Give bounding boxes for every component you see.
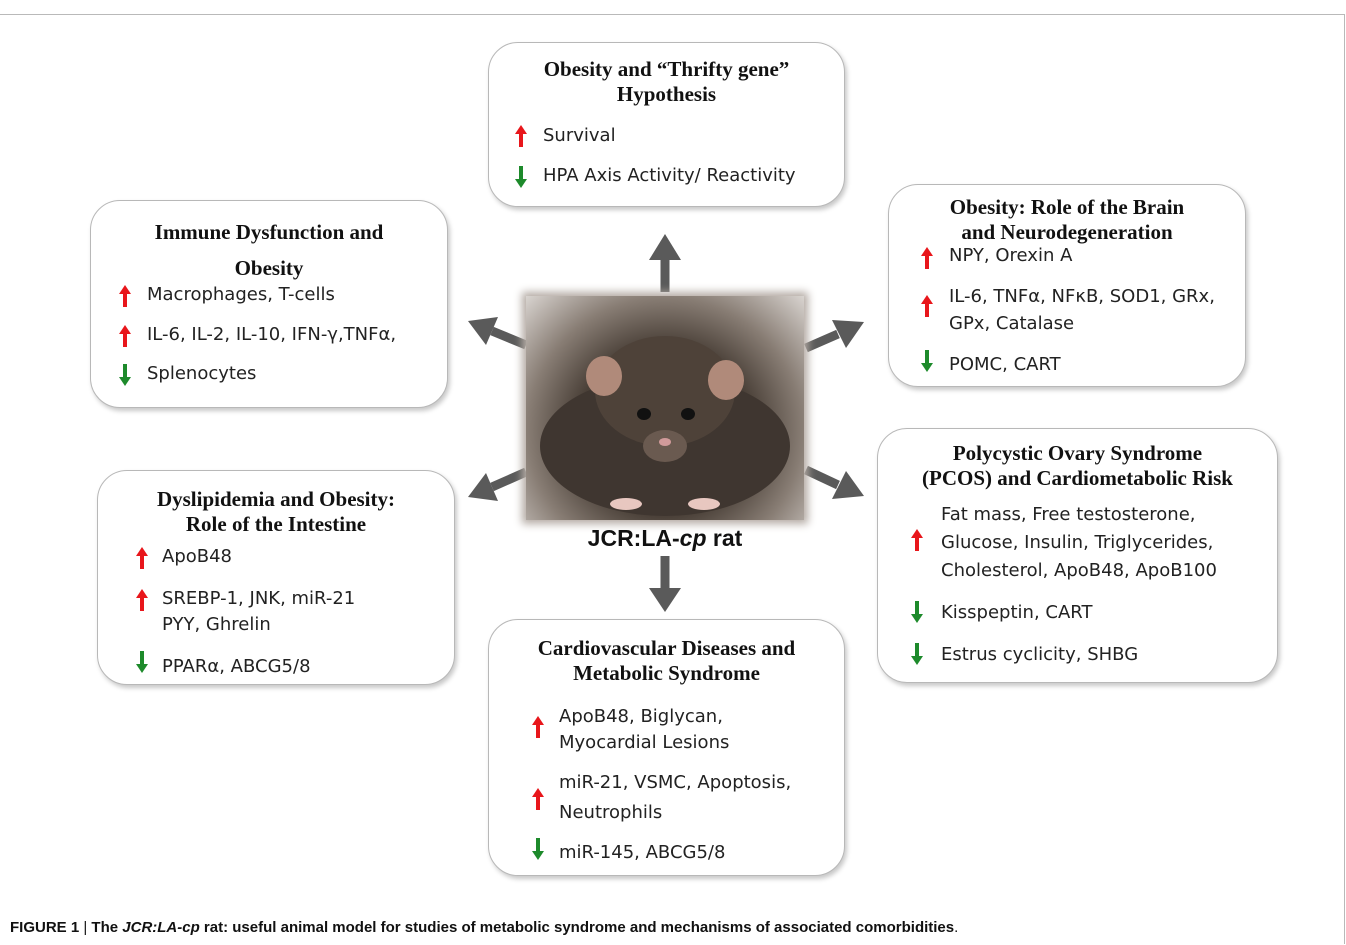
list-item: Survival [543,125,616,146]
box-title: Obesity and “Thrifty gene”Hypothesis [543,57,790,106]
box-pcos: Polycystic Ovary Syndrome(PCOS) and Card… [877,428,1278,683]
box-dyslipidemia: Dyslipidemia and Obesity:Role of the Int… [97,470,455,685]
list-item: Splenocytes [147,363,257,384]
list-item: GPx, Catalase [949,313,1075,334]
list-item: HPA Axis Activity/ Reactivity [543,165,796,186]
list-item: Macrophages, T-cells [147,284,335,305]
list-item: miR-21, VSMC, Apoptosis, [559,772,792,793]
box-thrifty-gene: Obesity and “Thrifty gene”Hypothesis Sur… [488,42,845,207]
box-title: Polycystic Ovary Syndrome(PCOS) and Card… [922,441,1233,490]
list-item: SREBP-1, JNK, miR-21 [162,588,356,609]
increase-arrow-icon [911,529,923,551]
rat-label: JCR:LA-cp rat [587,525,743,551]
figure-caption: FIGURE 1 | The JCR:LA-cp rat: useful ani… [10,919,959,936]
increase-arrow-icon [921,295,933,317]
increase-arrow-icon [532,716,544,738]
increase-arrow-icon [532,788,544,810]
increase-arrow-icon [515,125,527,147]
arrow-to-immune [468,317,528,350]
rat-image [526,296,804,520]
list-item: miR-145, ABCG5/8 [559,842,726,863]
list-item: POMC, CART [949,354,1061,375]
arrow-to-pcos [804,465,864,499]
list-item: Cholesterol, ApoB48, ApoB100 [941,560,1217,581]
increase-arrow-icon [136,589,148,611]
list-item: IL-6, IL-2, IL-10, IFN-γ,TNFα, [147,324,397,345]
increase-arrow-icon [921,247,933,269]
list-item: Kisspeptin, CART [941,602,1093,623]
list-item: Estrus cyclicity, SHBG [941,644,1139,665]
increase-arrow-icon [119,325,131,347]
box-title: Dyslipidemia and Obesity:Role of the Int… [156,487,396,536]
figure-label: FIGURE 1 [10,919,80,936]
decrease-arrow-icon [911,643,923,665]
decrease-arrow-icon [921,350,933,372]
list-item: Fat mass, Free testosterone, [941,504,1196,525]
list-item: ApoB48, Biglycan, [559,706,723,727]
arrow-to-thrifty [649,234,681,292]
increase-arrow-icon [136,547,148,569]
list-item: Neutrophils [559,802,663,823]
decrease-arrow-icon [136,651,148,673]
list-item: Glucose, Insulin, Triglycerides, [941,532,1214,553]
list-item: Myocardial Lesions [559,732,730,753]
decrease-arrow-icon [532,838,544,860]
list-item: PPARα, ABCG5/8 [162,656,311,677]
list-item: NPY, Orexin A [949,245,1073,266]
arrow-to-brain [804,320,864,353]
decrease-arrow-icon [911,601,923,623]
list-item: PYY, Ghrelin [162,614,271,635]
list-item: ApoB48 [162,546,233,567]
decrease-arrow-icon [515,166,527,188]
arrow-to-cardio [649,556,681,612]
increase-arrow-icon [119,285,131,307]
arrow-to-dyslipidemia [468,467,528,501]
list-item: IL-6, TNFα, NFκB, SOD1, GRx, [949,286,1215,307]
decrease-arrow-icon [119,364,131,386]
figure-frame [0,14,1345,944]
rat-illustration [540,336,790,516]
